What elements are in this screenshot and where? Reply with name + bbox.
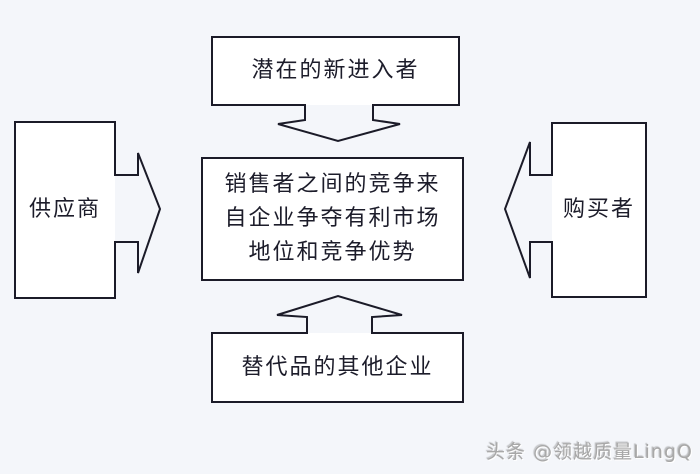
suppliers-box bbox=[14, 121, 116, 299]
substitutes-text: 替代品的其他企业 bbox=[241, 354, 434, 380]
up-arrow bbox=[276, 294, 403, 334]
rivalry-line-1: 销售者之间的竞争来 bbox=[224, 172, 441, 197]
buyers-text: 购买者 bbox=[562, 197, 635, 222]
potential-entrants-box bbox=[211, 36, 460, 106]
substitutes-label: 替代品的其他企业 bbox=[212, 333, 463, 402]
rivalry-center-label: 销售者之间的竞争来 自企业争夺有利市场 地位和竞争优势 bbox=[202, 158, 463, 280]
suppliers-label: 供应商 bbox=[15, 122, 115, 298]
left-arrow bbox=[503, 141, 553, 279]
substitutes-box bbox=[211, 332, 464, 403]
buyers-label: 购买者 bbox=[552, 123, 646, 297]
buyers-box bbox=[551, 122, 647, 298]
suppliers-text: 供应商 bbox=[28, 197, 101, 222]
potential-entrants-label: 潜在的新进入者 bbox=[212, 37, 459, 105]
rivalry-line-2: 自企业争夺有利市场 bbox=[224, 206, 441, 231]
down-arrow bbox=[277, 104, 401, 143]
rivalry-center-box bbox=[201, 157, 464, 281]
toutiao-watermark: 头条 @领越质量LingQ bbox=[486, 441, 693, 463]
right-arrow bbox=[114, 152, 162, 274]
potential-entrants-text: 潜在的新进入者 bbox=[251, 58, 420, 83]
rivalry-line-3: 地位和竞争优势 bbox=[248, 240, 417, 265]
